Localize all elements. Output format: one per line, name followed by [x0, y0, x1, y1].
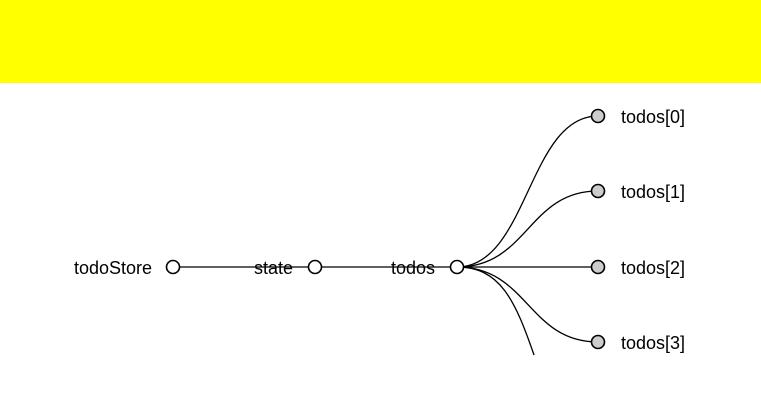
tree-node-root[interactable]: todoStore	[74, 258, 181, 278]
node-circle-collapsed[interactable]	[307, 259, 323, 275]
tree-node-todos-3[interactable]: todos[3]	[590, 333, 686, 353]
node-label: todos[2]	[621, 258, 685, 278]
link-todos-0	[456, 115, 599, 268]
tree-links	[173, 115, 599, 356]
node-label: todos[0]	[621, 107, 685, 127]
node-circle-collapsed[interactable]	[449, 259, 465, 275]
node-label: todos	[391, 258, 435, 278]
node-circle-leaf[interactable]	[590, 108, 606, 124]
tree-node-todos-0[interactable]: todos[0]	[590, 107, 686, 127]
node-circle-leaf[interactable]	[590, 334, 606, 350]
link-todos-offscreen	[456, 266, 535, 356]
node-label: state	[254, 258, 293, 278]
tree-node-todos-2[interactable]: todos[2]	[590, 258, 686, 278]
node-circle-leaf[interactable]	[590, 259, 606, 275]
link-todos-3	[456, 266, 599, 343]
node-circle-collapsed[interactable]	[165, 259, 181, 275]
node-label: todos[3]	[621, 333, 685, 353]
node-circle-leaf[interactable]	[590, 183, 606, 199]
node-label: todoStore	[74, 258, 152, 278]
tree-node-todos[interactable]: todos	[391, 258, 465, 278]
yellow-banner	[0, 0, 761, 83]
link-todos-1	[456, 190, 599, 268]
tree-node-todos-1[interactable]: todos[1]	[590, 182, 686, 202]
node-label: todos[1]	[621, 182, 685, 202]
tree-node-state[interactable]: state	[254, 258, 323, 278]
